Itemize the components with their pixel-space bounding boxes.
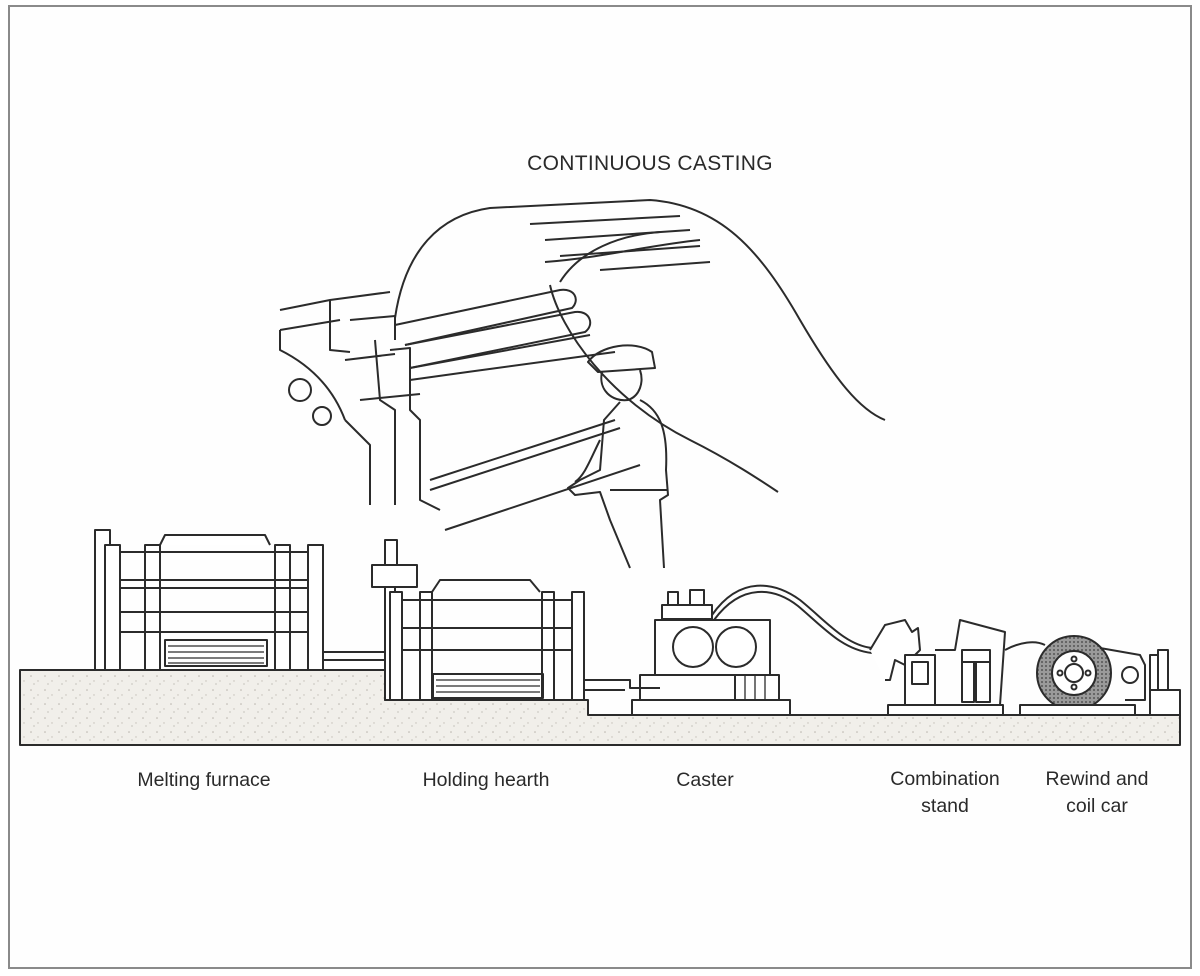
label-rewind-coil-car: Rewind and coil car [1045, 768, 1149, 817]
combination-stand-drawing [869, 619, 1046, 716]
figure-frame [8, 5, 1192, 969]
caster-closeup-illustration [279, 199, 886, 569]
diagram-title: CONTINUOUS CASTING [527, 152, 773, 175]
caster-drawing [631, 584, 873, 716]
label-combination-stand: Combination stand [890, 768, 1000, 817]
label-melting-furnace: Melting furnace [137, 769, 271, 791]
foundation-slab [19, 669, 1181, 746]
rewind-coil-car-drawing [1019, 635, 1181, 716]
holding-hearth-drawing [371, 539, 660, 701]
melting-furnace-drawing [94, 529, 388, 671]
label-caster: Caster [676, 769, 734, 791]
label-holding-hearth: Holding hearth [422, 769, 550, 791]
